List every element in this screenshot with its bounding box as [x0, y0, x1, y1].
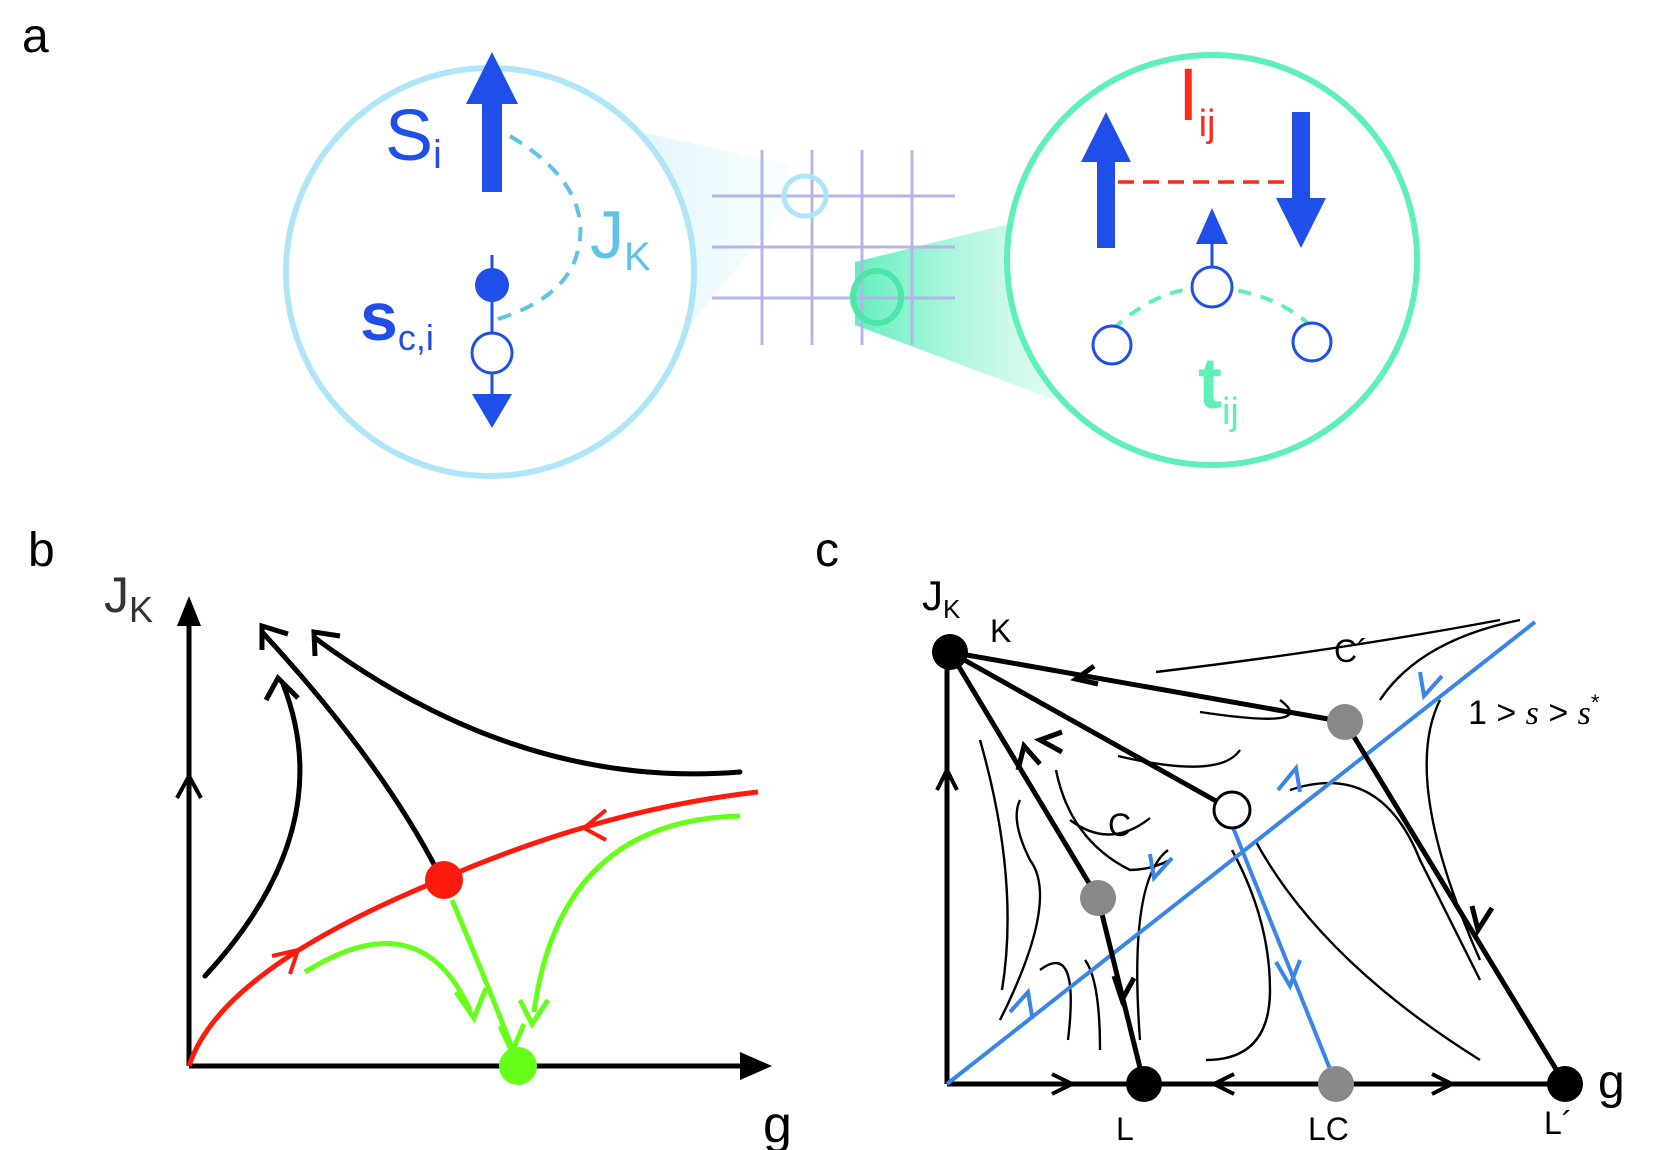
- c-blue-chevron-2: [1276, 763, 1302, 793]
- c-blue-chevron-1: [1008, 987, 1034, 1017]
- kondo-coupling-dashed: [494, 134, 583, 322]
- c-flow-mid-right: [1205, 849, 1272, 1062]
- c-thick-Cprime-to-Lprime: [1342, 720, 1568, 1086]
- b-y-axis-flow-chevron: [175, 771, 203, 799]
- spin-up-arrow: [1081, 112, 1131, 248]
- c-condition-label: 1 > s > s*: [1468, 690, 1600, 732]
- spin-big-label: Si: [385, 96, 442, 177]
- c-thick-chevron-5: [1469, 905, 1495, 937]
- c-thick-chevron-2: [1033, 729, 1064, 755]
- panel-b: b JK g: [28, 524, 792, 1150]
- b-red-separatrix: [186, 789, 759, 1067]
- c-flow-right-2: [1289, 781, 1482, 981]
- b-red-fixed-point: [425, 861, 463, 899]
- b-black-flow-right: [312, 635, 743, 777]
- b-black-arrowhead-middle: [259, 622, 289, 650]
- b-red-chevron-lower: [271, 947, 302, 975]
- c-fixed-point-L: [1126, 1066, 1162, 1102]
- c-fixed-point-C: [1080, 880, 1116, 916]
- c-label-C: C: [1108, 807, 1131, 843]
- c-thick-chevron-3: [1015, 740, 1042, 771]
- b-green-fixed-point: [499, 1047, 537, 1085]
- hopping-label: tij: [1198, 344, 1239, 433]
- lattice-grid: [712, 150, 955, 345]
- c-flow-low-1: [1084, 959, 1102, 1051]
- c-x-axis-label: g: [1598, 1056, 1625, 1109]
- c-flow-low-2: [1039, 961, 1072, 1041]
- c-flow-left-4: [1069, 817, 1151, 836]
- b-green-flow-right: [531, 813, 741, 1013]
- c-x-axis-chevron-3: [1431, 1072, 1457, 1096]
- conduction-filled-dot: [475, 268, 509, 302]
- hopping-up-arrowhead: [1196, 208, 1228, 244]
- c-flow-top-arc: [1155, 618, 1501, 674]
- local-spin-arrow: [466, 52, 518, 192]
- b-red-chevron-upper: [580, 808, 608, 842]
- spin-small-label: sc,i: [360, 279, 434, 358]
- c-blue-chevron-3: [1418, 671, 1444, 701]
- panel-a-letter: a: [22, 10, 49, 63]
- c-flow-left-2: [998, 799, 1042, 1021]
- b-green-arrowhead-right: [517, 998, 551, 1029]
- c-blue-diagonal: [945, 620, 1537, 1086]
- b-x-axis-arrowhead: [740, 1052, 772, 1080]
- hopping-center-dot: [1190, 265, 1234, 309]
- c-label-Lprime: L´: [1544, 1105, 1572, 1141]
- b-x-axis-label: g: [763, 1096, 792, 1150]
- b-black-flow-middle: [259, 629, 440, 873]
- kondo-label: JK: [590, 197, 651, 279]
- panel-c: c: [815, 524, 1625, 1147]
- hopping-dashed: [1110, 285, 1312, 332]
- c-fixed-point-LC: [1318, 1066, 1354, 1102]
- hopping-right-dot: [1291, 321, 1333, 363]
- b-black-flow-left: [202, 681, 303, 979]
- c-label-LC: LC: [1308, 1111, 1349, 1147]
- c-y-axis-chevron: [935, 765, 959, 791]
- b-green-arrowhead-left: [453, 987, 489, 1024]
- c-fixed-point-Lprime: [1547, 1066, 1583, 1102]
- b-green-flow-left: [303, 941, 473, 1012]
- c-label-K: K: [990, 613, 1011, 649]
- b-y-axis-label: JK: [104, 567, 153, 630]
- c-flow-top-right: [1379, 618, 1521, 701]
- c-label-Cprime: C´: [1334, 633, 1368, 669]
- c-blue-chevron-5: [1274, 959, 1302, 991]
- c-y-axis-label: JK: [922, 572, 961, 624]
- c-thick-K-to-C: [947, 650, 1101, 900]
- panel-a: a Si JK sc,i: [22, 10, 1420, 479]
- b-y-axis-arrowhead: [177, 596, 201, 626]
- c-label-L: L: [1116, 1111, 1134, 1147]
- c-x-axis-chevron-1: [1051, 1072, 1077, 1096]
- c-thick-K-to-center: [948, 649, 1234, 813]
- exchange-label: Iij: [1178, 53, 1215, 145]
- c-blue-chevron-4: [1148, 853, 1174, 883]
- b-black-arrowhead-left: [263, 673, 300, 702]
- c-thick-chevron-4: [1111, 975, 1137, 1007]
- c-thick-K-to-Cprime: [949, 649, 1346, 725]
- c-flow-top-inner: [1199, 699, 1292, 720]
- b-green-flow-middle: [449, 899, 515, 1049]
- c-x-axis-chevron-2: [1209, 1072, 1235, 1096]
- c-flow-far-right: [1425, 699, 1482, 961]
- c-thick-chevron-1: [1070, 663, 1099, 687]
- c-flow-mid-down: [1136, 849, 1169, 1041]
- lattice-site-highlight-teal: [850, 268, 904, 326]
- spin-down-arrow: [1276, 112, 1326, 248]
- conduction-down-arrowhead: [472, 394, 512, 428]
- c-fixed-point-center: [1212, 790, 1252, 830]
- hopping-left-dot: [1091, 324, 1133, 366]
- b-black-arrowhead-right: [311, 629, 341, 657]
- panel-c-letter: c: [815, 524, 839, 577]
- c-flow-left-1: [978, 739, 1009, 991]
- c-blue-down-branch: [1224, 809, 1338, 1085]
- panel-b-letter: b: [28, 524, 55, 577]
- c-fixed-point-K: [932, 634, 968, 670]
- conduction-open-dot: [470, 331, 514, 375]
- lattice-site-highlight-blue: [781, 173, 829, 219]
- c-flow-right-1: [1253, 839, 1481, 1062]
- c-fixed-point-Cprime: [1327, 704, 1363, 740]
